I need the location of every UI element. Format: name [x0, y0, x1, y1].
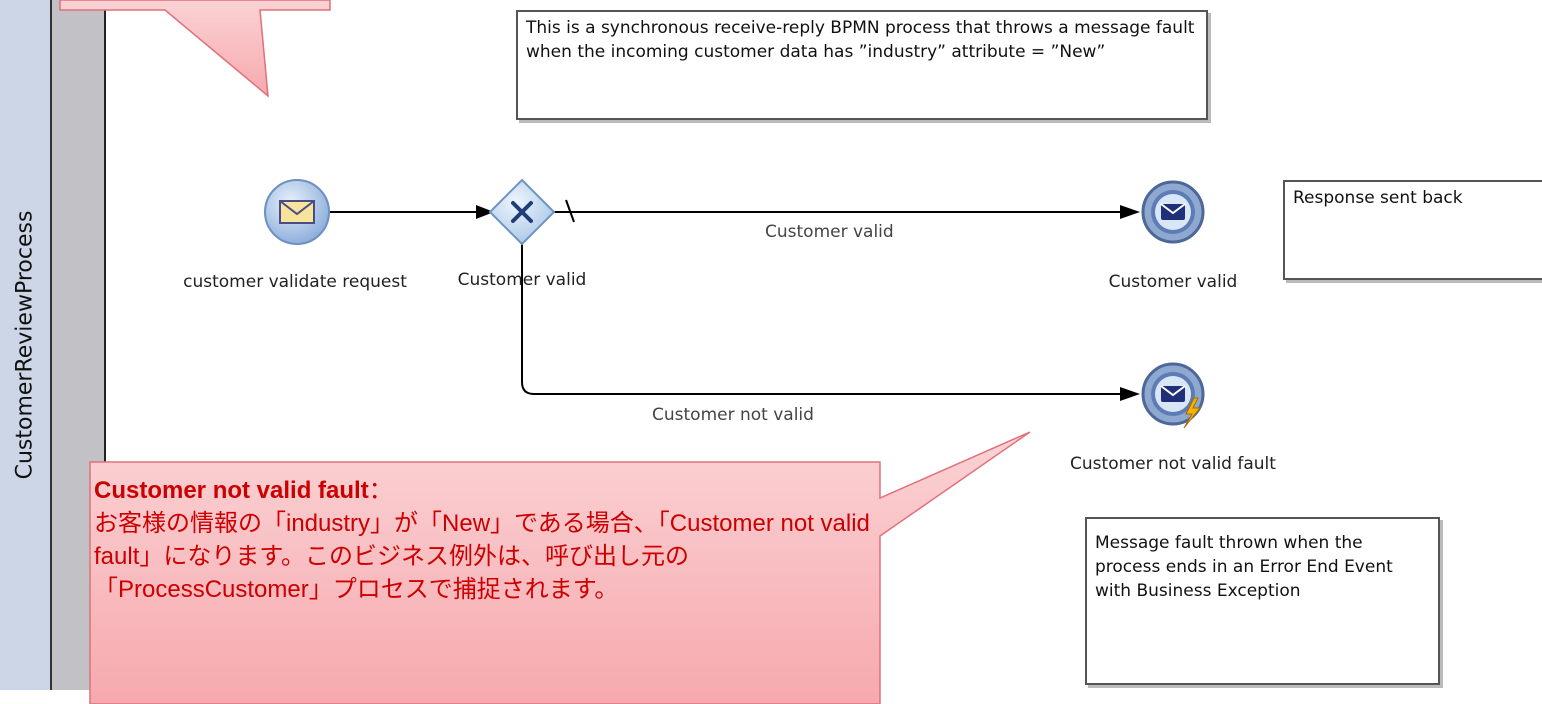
arrowhead: [1120, 387, 1140, 401]
gateway-label: Customer valid: [457, 270, 587, 290]
lightning-icon: [1183, 397, 1202, 429]
start-event[interactable]: [264, 179, 330, 245]
callout-text: Customer not valid fault： お客様の情報の「indust…: [94, 474, 884, 606]
flow-label-valid: Customer valid: [765, 222, 894, 242]
top-callout: [59, 0, 331, 98]
callout-colon: ：: [368, 477, 393, 504]
fault-annotation: Message fault thrown when the process en…: [1085, 517, 1440, 685]
envelope-icon: [1160, 385, 1186, 402]
default-flow-marker: [565, 199, 575, 223]
start-event-label: customer validate request: [183, 272, 407, 292]
arrowhead: [476, 205, 494, 219]
x-icon: [511, 201, 533, 223]
flow-label-not-valid: Customer not valid: [652, 405, 814, 425]
end-event-valid[interactable]: [1141, 180, 1205, 244]
callout-body: お客様の情報の「industry」が「New」である場合、「Customer n…: [94, 510, 870, 603]
envelope-icon: [1160, 203, 1186, 220]
end-valid-label: Customer valid: [1108, 272, 1238, 292]
callout-title: Customer not valid fault: [94, 477, 369, 504]
bottom-callout: [89, 431, 1031, 704]
end-fault-label: Customer not valid fault: [1070, 454, 1276, 474]
exclusive-gateway[interactable]: [488, 178, 556, 246]
flow-not-valid: [521, 244, 1128, 395]
response-annotation: Response sent back: [1283, 180, 1542, 280]
description-annotation: This is a synchronous receive-reply BPMN…: [516, 10, 1208, 120]
sequence-flows: [330, 199, 1140, 401]
envelope-icon: [279, 200, 315, 224]
response-text: Response sent back: [1293, 188, 1463, 208]
end-event-fault[interactable]: [1141, 362, 1205, 429]
arrowhead: [1120, 205, 1140, 219]
description-text: This is a synchronous receive-reply BPMN…: [526, 18, 1195, 62]
swimlane-header: CustomerReviewProcess: [0, 0, 52, 690]
fault-text: Message fault thrown when the process en…: [1095, 533, 1393, 601]
